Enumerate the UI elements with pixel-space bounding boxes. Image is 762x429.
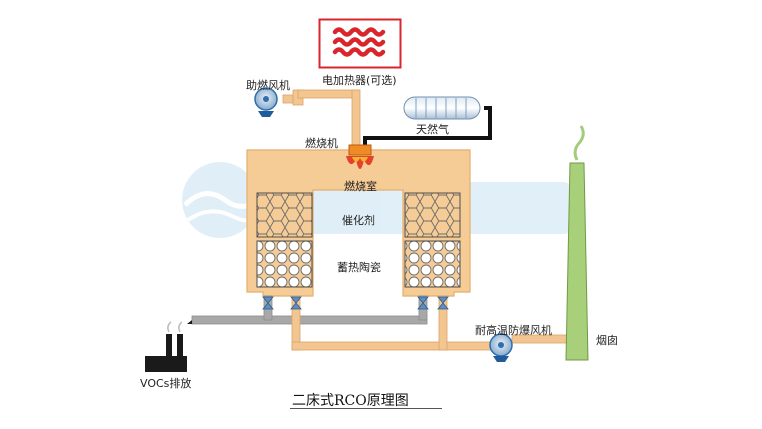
factory-icon [145, 320, 192, 372]
chimney-icon [565, 125, 589, 361]
combustion-air-pipe [282, 89, 361, 149]
burner-label: 燃烧机 [305, 137, 338, 150]
gas-label: 天然气 [416, 123, 449, 136]
catalyst-bed-left [256, 192, 313, 238]
combustion-fan-label: 助燃风机 [246, 79, 290, 92]
heater-icon [318, 18, 402, 69]
diagram-title: 二床式RCO原理图 [292, 393, 409, 409]
title-underline [290, 408, 442, 409]
valve-icon [262, 296, 449, 310]
catalyst-label: 催化剂 [342, 214, 375, 227]
chamber-label: 燃烧室 [344, 180, 377, 193]
fan-icon [254, 87, 278, 117]
heater-label: 电加热器(可选) [322, 74, 397, 87]
burner-flame-icon [346, 144, 374, 169]
exhaust-fan-label: 耐高温防爆风机 [475, 324, 552, 337]
ceramic-bed-right [404, 240, 461, 288]
gas-line [363, 106, 492, 148]
vocs-label: VOCs排放 [140, 377, 192, 390]
chimney-label: 烟囱 [596, 334, 618, 347]
catalyst-bed-right [404, 192, 461, 238]
exhaust-fan-icon [489, 333, 513, 362]
inlet-pipe [191, 295, 428, 325]
ceramic-label: 蓄热陶瓷 [337, 261, 381, 274]
gas-tank-icon [403, 96, 481, 120]
ceramic-bed-left [256, 240, 313, 288]
